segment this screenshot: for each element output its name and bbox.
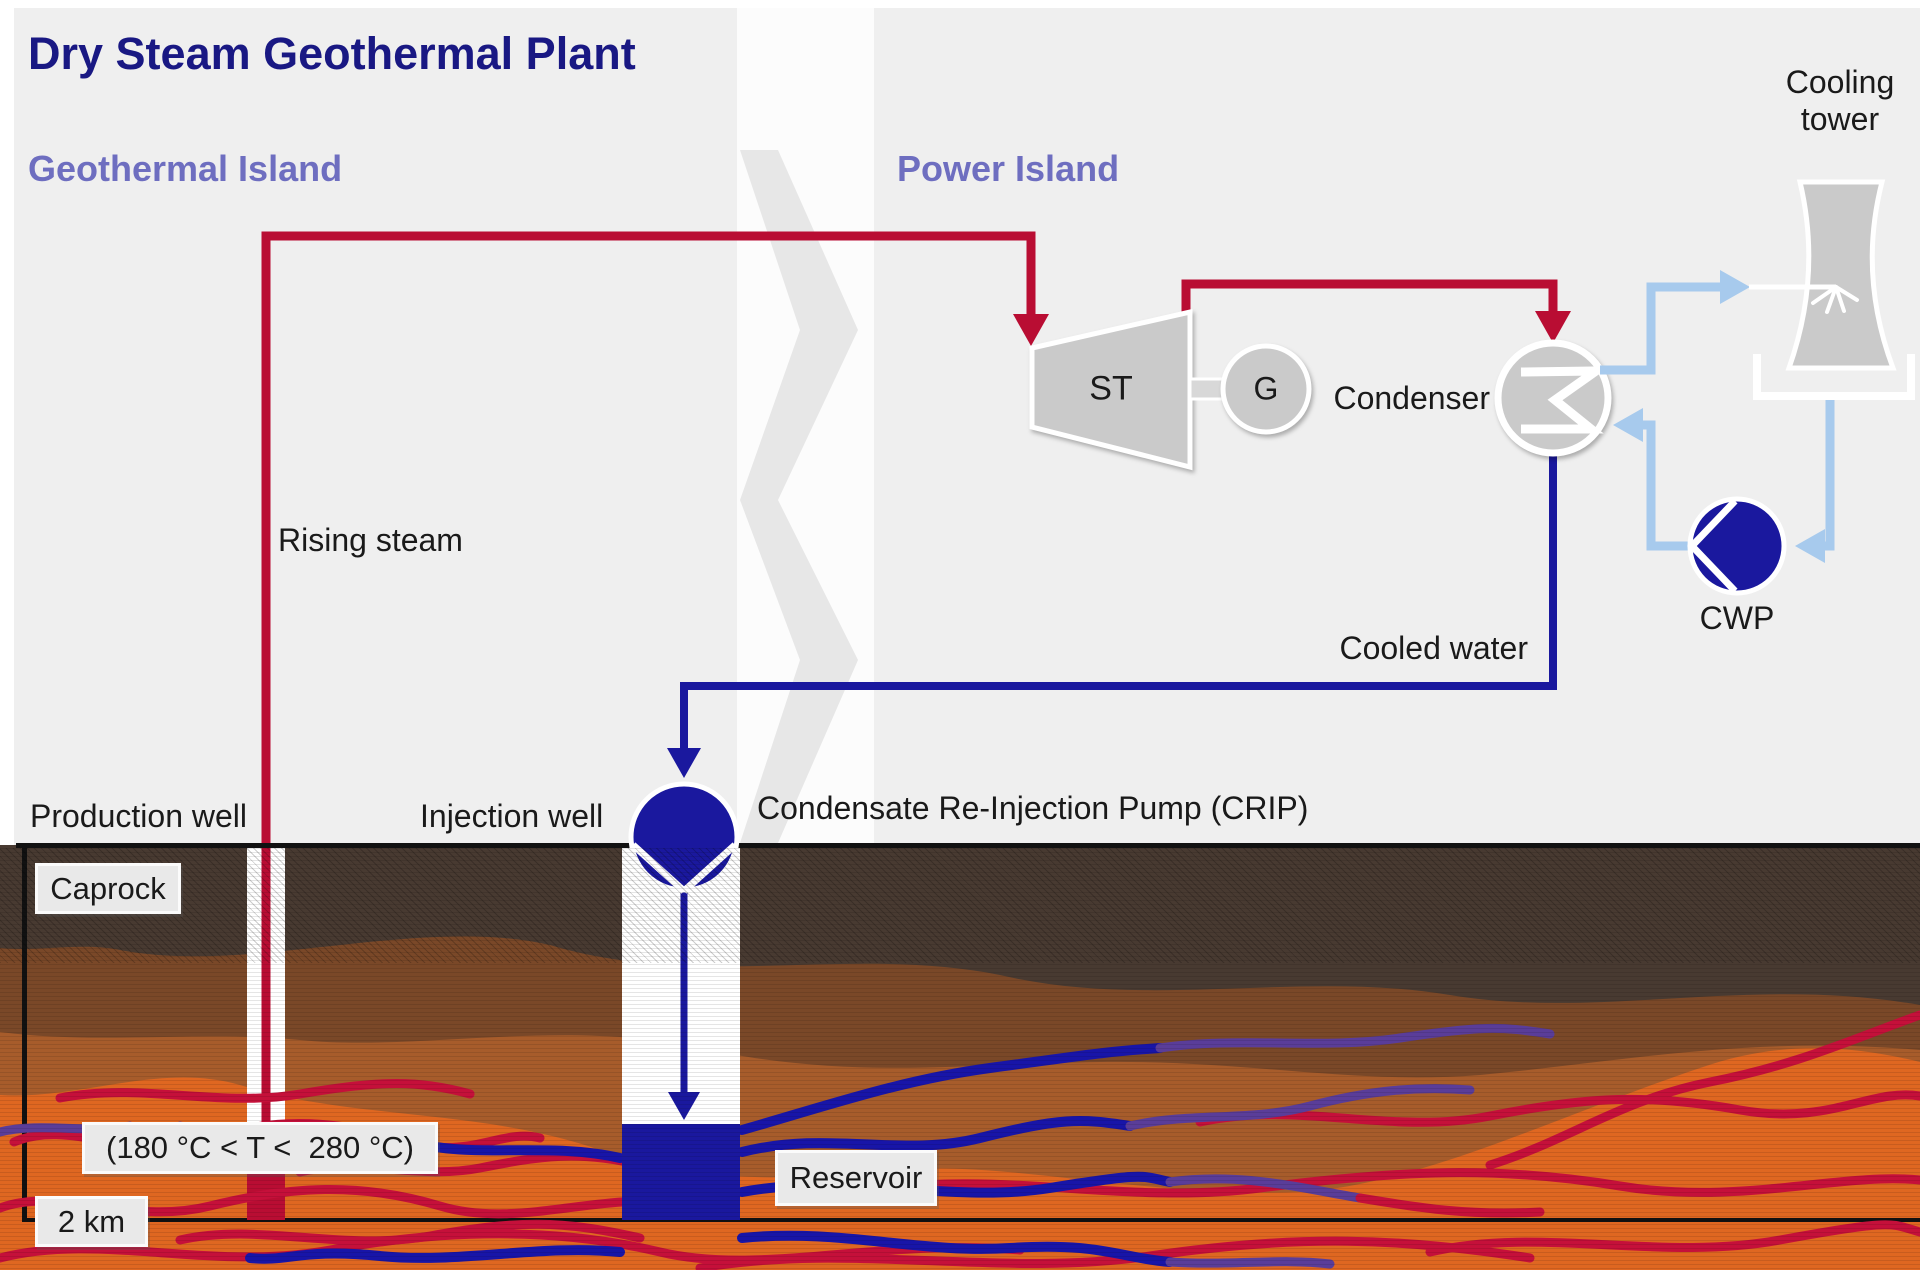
turbine-label: ST	[1089, 369, 1133, 408]
rising-steam-label: Rising steam	[278, 522, 463, 558]
heat-exchanger-coil-icon	[1520, 366, 1611, 434]
depth-scale-text: 2 km	[57, 1203, 126, 1239]
rock-layers	[0, 845, 1920, 1270]
reservoir-label-text: Reservoir	[789, 1160, 923, 1195]
cooling-water-return-pipe	[1642, 420, 1688, 551]
ground-line	[16, 843, 1920, 848]
cooling-tower	[1785, 179, 1897, 371]
depth-bracket	[22, 845, 1920, 1222]
tower-spray-icon	[1811, 285, 1859, 314]
production-well-label: Production well	[30, 798, 247, 834]
steam-pipe	[261, 231, 1036, 1190]
cooling-tower-label: Cooling tower	[1785, 64, 1895, 137]
cwp-pump-icon	[1687, 496, 1787, 596]
watermark-arrow-icon	[740, 150, 858, 843]
rock-layer-caprock	[0, 845, 1920, 1005]
caprock-label: Caprock	[35, 863, 181, 914]
caprock-label-text: Caprock	[50, 870, 166, 906]
steam-turbine	[1029, 308, 1193, 471]
generator-circle	[1220, 343, 1312, 435]
depth-scale-label: 2 km	[35, 1196, 148, 1247]
crip-label: Condensate Re-Injection Pump (CRIP)	[757, 790, 1309, 826]
tower-drain-pipe	[1823, 398, 1835, 551]
arrow-into-tower	[1720, 270, 1750, 304]
cooled-water-pipe	[680, 450, 1557, 752]
steam-arrow-into-turbine	[1013, 314, 1049, 346]
tower-basin	[1753, 354, 1915, 400]
cooling-water-supply-pipe	[1600, 282, 1721, 375]
condenser-label: Condenser	[1333, 380, 1490, 416]
steam-arrow-into-condenser	[1535, 311, 1571, 343]
turbine-shaft	[1188, 377, 1226, 401]
temperature-range-text: (180 °C < T < 280 °C)	[106, 1130, 414, 1165]
cwp-label: CWP	[1699, 600, 1775, 636]
arrow-into-condenser	[1613, 408, 1643, 442]
depth-line-2km	[22, 1218, 1920, 1222]
section-geothermal-island: Geothermal Island	[28, 148, 343, 189]
reservoir-block	[622, 1124, 740, 1220]
injection-arrow	[668, 1092, 700, 1120]
arrow-into-cwp	[1795, 529, 1825, 563]
section-power-island: Power Island	[897, 148, 1120, 189]
condensate-arrow-into-crip	[667, 748, 701, 778]
crip-pump-icon	[628, 781, 740, 894]
injection-well-label: Injection well	[420, 798, 604, 834]
exhaust-steam-pipe	[1181, 279, 1558, 318]
page-title: Dry Steam Geothermal Plant	[28, 28, 636, 79]
temperature-range-label: (180 °C < T < 280 °C)	[82, 1122, 438, 1174]
reservoir-label: Reservoir	[775, 1150, 937, 1206]
cooled-water-label: Cooled water	[1339, 630, 1528, 666]
generator-label: G	[1253, 370, 1279, 407]
